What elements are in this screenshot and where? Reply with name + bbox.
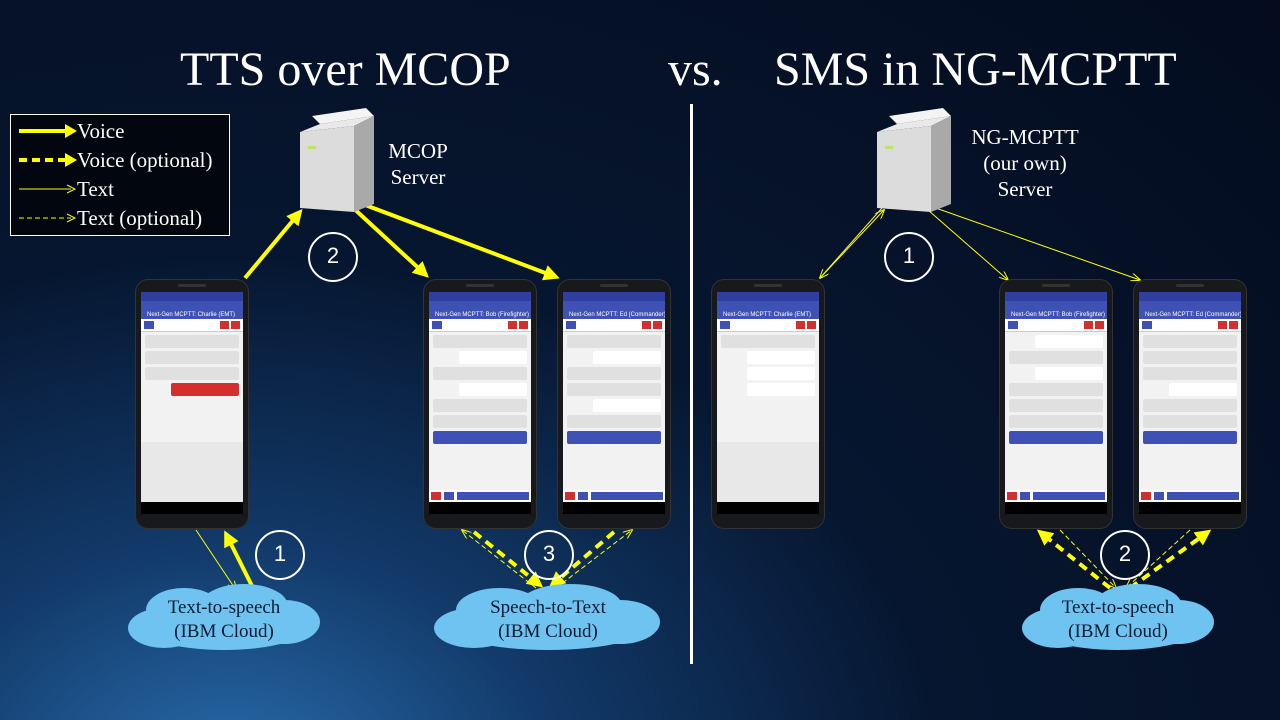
legend-voice-optional: Voice (optional) — [11, 146, 229, 174]
ngmcptt-server-icon — [875, 108, 953, 221]
cloud-left-tts-line2: (IBM Cloud) — [174, 621, 274, 642]
phone-title: Next-Gen MCPTT: Bob (Firefighter) — [429, 301, 531, 319]
arrow-ng-to-ed — [929, 205, 1140, 280]
arrow-ng-to-bob — [927, 209, 1008, 280]
phone-ed-left: Next-Gen MCPTT: Ed (Commander) — [558, 280, 670, 528]
phone-bob-right: Next-Gen MCPTT: Bob (Firefighter) — [1000, 280, 1112, 528]
right-title: SMS in NG-MCPTT — [774, 43, 1177, 96]
arrow-rtts-ed-voice — [1128, 529, 1212, 590]
arrow-charlie-to-tts-text — [195, 529, 236, 590]
phone-bob-left: Next-Gen MCPTT: Bob (Firefighter) — [424, 280, 536, 528]
left-title: TTS over MCOP — [180, 43, 511, 96]
cloud-right-tts-line1: Text-to-speech — [1061, 597, 1175, 618]
cloud-icon — [434, 584, 660, 650]
cloud-icon — [1022, 584, 1214, 650]
arrow-ed-to-rtts-text — [1126, 529, 1191, 588]
step-badge-left-server: 2 — [308, 232, 358, 282]
legend-voice: Voice — [11, 117, 229, 145]
cloud-left-stt-line2: (IBM Cloud) — [498, 621, 598, 642]
arrow-mcop-to-ed — [351, 198, 560, 281]
legend-text: Text — [11, 175, 229, 203]
step-badge-right-server: 1 — [884, 232, 934, 282]
section-divider — [690, 104, 693, 664]
mcop-server-line2: Server — [390, 165, 446, 189]
phone-title: Next-Gen MCPTT: Charlie (EMT) — [717, 301, 819, 319]
mcop-server-icon — [298, 108, 376, 221]
mcop-server-label: MCOP Server — [378, 138, 458, 190]
legend-text-label: Text — [77, 177, 115, 201]
ngmcptt-server-line1: NG-MCPTT — [971, 125, 1079, 149]
mcop-server-line1: MCOP — [388, 139, 448, 163]
ngmcptt-server-label: NG-MCPTT (our own) Server — [955, 124, 1095, 202]
phone-title: Next-Gen MCPTT: Ed (Commander) — [563, 301, 665, 319]
cloud-right-tts: Text-to-speech (IBM Cloud) — [1018, 580, 1218, 656]
arrow-stt-ed-voice — [548, 530, 616, 588]
ngmcptt-server-line2: (our own) — [983, 151, 1067, 175]
phone-charlie-right: Next-Gen MCPTT: Charlie (EMT) — [712, 280, 824, 528]
legend: Voice Voice (optional) Text Text (option… — [10, 114, 230, 236]
arrow-charlie-to-ng — [819, 210, 884, 279]
cloud-left-tts-line1: Text-to-speech — [167, 597, 281, 618]
cloud-left-stt: Speech-to-Text (IBM Cloud) — [430, 580, 666, 656]
cloud-icon — [128, 584, 320, 650]
step-badge-left-stt: 3 — [524, 530, 574, 580]
legend-voice-optional-label: Voice (optional) — [77, 148, 213, 172]
arrow-mcop-to-bob — [348, 203, 429, 278]
cloud-left-tts: Text-to-speech (IBM Cloud) — [124, 580, 324, 656]
arrow-phone-to-mcop — [243, 208, 303, 280]
step-badge-left-tts: 1 — [255, 530, 305, 580]
vs-title: vs. — [668, 43, 723, 96]
phone-ed-right: Next-Gen MCPTT: Ed (Commander) — [1134, 280, 1246, 528]
phone-title: Next-Gen MCPTT: Ed (Commander) — [1139, 301, 1241, 319]
ngmcptt-server-line3: Server — [997, 177, 1053, 201]
step-badge-right-tts: 2 — [1100, 530, 1150, 580]
legend-voice-label: Voice — [77, 119, 125, 143]
phone-title: Next-Gen MCPTT: Bob (Firefighter) — [1005, 301, 1107, 319]
legend-text-optional: Text (optional) — [11, 204, 229, 232]
legend-text-optional-label: Text (optional) — [77, 206, 203, 230]
cloud-left-stt-line1: Speech-to-Text — [490, 597, 606, 618]
phone-title: Next-Gen MCPTT: Charlie (EMT) — [141, 301, 243, 319]
phone-charlie-left: Next-Gen MCPTT: Charlie (EMT) — [136, 280, 248, 528]
arrow-tts-to-charlie — [224, 530, 257, 593]
cloud-right-tts-line2: (IBM Cloud) — [1068, 621, 1168, 642]
arrow-bob-to-rtts-text — [1059, 529, 1116, 588]
